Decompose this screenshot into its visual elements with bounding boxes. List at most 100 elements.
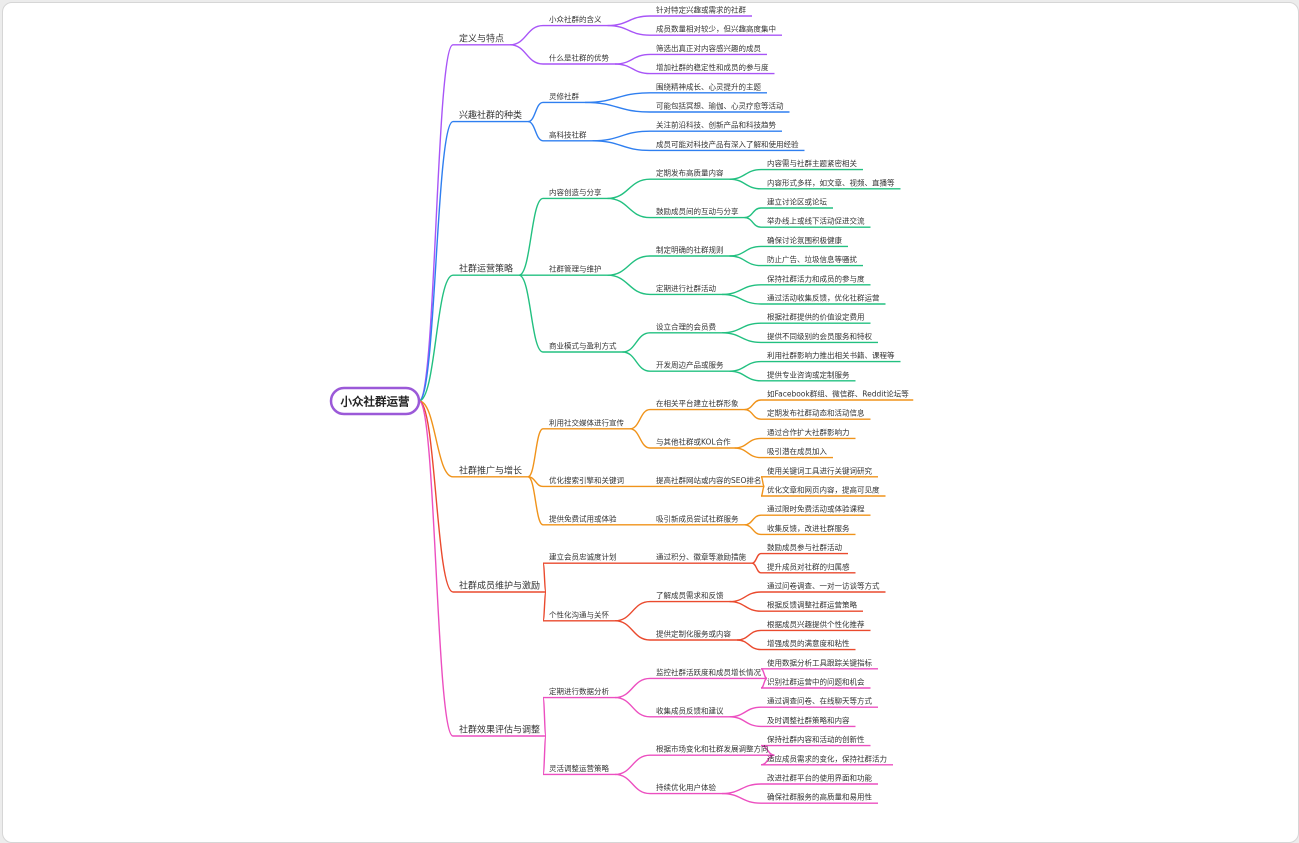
mindmap-node-level-3[interactable]: 成员可能对科技产品有深入了解和使用经验 bbox=[656, 139, 799, 149]
mindmap-node-level-3[interactable]: 提高社群网站或内容的SEO排名 bbox=[656, 475, 761, 485]
mindmap-node-level-4[interactable]: 确保讨论氛围积极健康 bbox=[767, 235, 842, 245]
mindmap-node-level-2[interactable]: 灵活调整运营策略 bbox=[549, 763, 609, 773]
mindmap-node-level-3[interactable]: 针对特定兴趣或需求的社群 bbox=[656, 5, 746, 15]
mindmap-node-level-3[interactable]: 关注前沿科技、创新产品和科技趋势 bbox=[656, 120, 776, 130]
mindmap-node-level-3[interactable]: 了解成员需求和反馈 bbox=[656, 590, 724, 600]
mindmap-node-level-4[interactable]: 吸引潜在成员加入 bbox=[767, 446, 827, 456]
mindmap-node-level-4[interactable]: 使用关键词工具进行关键词研究 bbox=[767, 465, 872, 475]
connector-line bbox=[542, 735, 547, 776]
mindmap-node-level-4[interactable]: 通过限时免费活动或体验课程 bbox=[767, 504, 865, 514]
mindmap-node-level-3[interactable]: 增加社群的稳定性和成员的参与度 bbox=[656, 62, 769, 72]
mindmap-node-level-4[interactable]: 提供不同级别的会员服务和特权 bbox=[767, 331, 872, 341]
mindmap-node-level-3[interactable]: 定期进行社群活动 bbox=[656, 283, 716, 293]
mindmap-node-level-4[interactable]: 通过活动收集反馈，优化社群运营 bbox=[767, 293, 880, 303]
mindmap-node-level-2[interactable]: 定期进行数据分析 bbox=[549, 686, 609, 696]
mindmap-node-level-3[interactable]: 鼓励成员间的互动与分享 bbox=[656, 206, 739, 216]
mindmap-node-level-3[interactable]: 可能包括冥想、瑜伽、心灵疗愈等活动 bbox=[656, 101, 784, 111]
root-connector-line bbox=[418, 400, 454, 737]
connector-line bbox=[721, 293, 762, 305]
mindmap-node-level-3[interactable]: 制定明确的社群规则 bbox=[656, 245, 724, 255]
mindmap-node-level-4[interactable]: 保持社群内容和活动的创新性 bbox=[767, 734, 865, 744]
mindmap-node-level-2[interactable]: 提供免费试用或体验 bbox=[549, 513, 617, 523]
mindmap-node-level-2[interactable]: 利用社交媒体进行宣传 bbox=[549, 417, 624, 427]
mindmap-node-level-2[interactable]: 什么是社群的优势 bbox=[549, 53, 609, 63]
mindmap-node-level-2[interactable]: 内容创造与分享 bbox=[549, 187, 602, 197]
connector-line bbox=[734, 447, 762, 459]
mindmap-node-level-3[interactable]: 根据市场变化和社群发展调整方向 bbox=[656, 744, 769, 754]
mindmap-node-level-4[interactable]: 确保社群服务的高质量和易用性 bbox=[767, 792, 872, 802]
root-node-box[interactable] bbox=[329, 386, 421, 416]
mindmap-node-level-4[interactable]: 使用数据分析工具跟踪关键指标 bbox=[767, 657, 872, 667]
mindmap-node-level-4[interactable]: 适应成员需求的变化，保持社群活力 bbox=[767, 753, 887, 763]
mindmap-node-level-4[interactable]: 保持社群活力和成员的参与度 bbox=[767, 273, 865, 283]
mindmap-node-level-4[interactable]: 识别社群运营中的问题和机会 bbox=[767, 677, 865, 687]
connector-line bbox=[729, 178, 762, 190]
mindmap-node-level-4[interactable]: 举办线上或线下活动促进交流 bbox=[767, 216, 865, 226]
mindmap-node-level-2[interactable]: 优化搜索引擎和关键词 bbox=[549, 475, 624, 485]
root-connector-line bbox=[418, 44, 454, 402]
mindmap-node-level-3[interactable]: 监控社群活跃度和成员增长情况 bbox=[656, 667, 761, 677]
mindmap-node-level-1[interactable]: 兴趣社群的种类 bbox=[459, 109, 522, 121]
mindmap-node-level-3[interactable]: 在相关平台建立社群形象 bbox=[656, 398, 739, 408]
mindmap-node-level-4[interactable]: 根据社群提供的价值设定费用 bbox=[767, 312, 865, 322]
mindmap-node-level-2[interactable]: 灵修社群 bbox=[549, 91, 579, 101]
mindmap-node-level-4[interactable]: 定期发布社群动态和活动信息 bbox=[767, 408, 865, 418]
mindmap-node-level-4[interactable]: 通过合作扩大社群影响力 bbox=[767, 427, 850, 437]
mindmap-node-level-4[interactable]: 如Facebook群组、微信群、Reddit论坛等 bbox=[767, 389, 909, 399]
mindmap-node-level-3[interactable]: 设立合理的会员费 bbox=[656, 321, 716, 331]
mindmap-node-level-4[interactable]: 增强成员的满意度和粘性 bbox=[767, 638, 850, 648]
root-node-label: 小众社群运营 bbox=[340, 395, 410, 409]
mindmap-node-level-2[interactable]: 建立会员忠诚度计划 bbox=[549, 552, 617, 562]
mindmap-node-level-2[interactable]: 社群管理与维护 bbox=[549, 264, 602, 274]
mindmap-node-level-4[interactable]: 建立讨论区或论坛 bbox=[767, 197, 827, 207]
root-connector-line bbox=[418, 120, 454, 402]
connector-line bbox=[527, 101, 544, 123]
connector-line bbox=[584, 101, 651, 113]
connector-line bbox=[760, 476, 765, 488]
mindmap-node-level-1[interactable]: 社群效果评估与调整 bbox=[459, 724, 540, 736]
mindmap-node-level-3[interactable]: 筛选出真正对内容感兴趣的成员 bbox=[656, 43, 761, 53]
mindmap-node-level-4[interactable]: 内容形式多样，如文章、视频、直播等 bbox=[767, 177, 895, 187]
mindmap-node-level-4[interactable]: 防止广告、垃圾信息等骚扰 bbox=[767, 254, 857, 264]
mindmap-node-level-2[interactable]: 个性化沟通与关怀 bbox=[549, 609, 609, 619]
connector-line bbox=[592, 130, 651, 142]
mindmap-node-level-3[interactable]: 收集成员反馈和建议 bbox=[656, 705, 724, 715]
mindmap-node-level-4[interactable]: 提供专业咨询或定制服务 bbox=[767, 369, 850, 379]
mindmap-node-level-3[interactable]: 吸引新成员尝试社群服务 bbox=[656, 513, 739, 523]
connector-line bbox=[614, 677, 651, 699]
mindmap-node-level-4[interactable]: 通过问卷调查、一对一访谈等方式 bbox=[767, 581, 880, 591]
mindmap-node-level-1[interactable]: 定义与特点 bbox=[459, 32, 504, 44]
mindmap-node-level-4[interactable]: 收集反馈，改进社群服务 bbox=[767, 523, 850, 533]
mindmap-node-level-3[interactable]: 持续优化用户体验 bbox=[656, 782, 716, 792]
connector-line bbox=[760, 677, 768, 689]
mindmap-node-level-4[interactable]: 通过调查问卷、在线聊天等方式 bbox=[767, 696, 872, 706]
mindmap-node-level-2[interactable]: 高科技社群 bbox=[549, 129, 587, 139]
mindmap-node-level-3[interactable]: 与其他社群或KOL合作 bbox=[656, 437, 731, 447]
mindmap-node-level-3[interactable]: 定期发布高质量内容 bbox=[656, 168, 724, 178]
connector-line bbox=[744, 514, 762, 526]
mindmap-node-level-4[interactable]: 提升成员对社群的归属感 bbox=[767, 561, 850, 571]
connector-line bbox=[629, 408, 651, 430]
mindmap-node-level-4[interactable]: 鼓励成员参与社群活动 bbox=[767, 542, 842, 552]
mindmap-node-level-2[interactable]: 商业模式与盈利方式 bbox=[549, 341, 617, 351]
mindmap-node-level-4[interactable]: 优化文章和网页内容，提高可见度 bbox=[767, 485, 880, 495]
mindmap-node-level-4[interactable]: 利用社群影响力推出相关书籍、课程等 bbox=[767, 350, 895, 360]
mindmap-node-level-1[interactable]: 社群推广与增长 bbox=[459, 464, 522, 476]
mindmap-node-level-3[interactable]: 通过积分、徽章等激励措施 bbox=[656, 552, 746, 562]
mindmap-node-level-4[interactable]: 改进社群平台的使用界面和功能 bbox=[767, 773, 872, 783]
mindmap-node-level-3[interactable]: 提供定制化服务或内容 bbox=[656, 629, 731, 639]
mindmap-node-level-3[interactable]: 成员数量相对较少，但兴趣高度集中 bbox=[656, 24, 776, 34]
mindmap-node-level-3[interactable]: 开发周边产品或服务 bbox=[656, 360, 724, 370]
mindmap-node-level-2[interactable]: 小众社群的含义 bbox=[549, 14, 602, 24]
mindmap-node-level-4[interactable]: 根据反馈调整社群运营策略 bbox=[767, 600, 857, 610]
mindmap-node-level-4[interactable]: 根据成员兴趣提供个性化推荐 bbox=[767, 619, 865, 629]
connector-line bbox=[744, 216, 762, 228]
mindmap-node-level-1[interactable]: 社群运营策略 bbox=[459, 263, 513, 275]
connector-line bbox=[736, 639, 762, 651]
mindmap-node-level-1[interactable]: 社群成员维护与激励 bbox=[459, 580, 540, 592]
mindmap-node-level-4[interactable]: 内容需与社群主题紧密相关 bbox=[767, 158, 857, 168]
mindmap-node-level-3[interactable]: 围绕精神成长、心灵提升的主题 bbox=[656, 81, 761, 91]
mindmap-node-level-4[interactable]: 及时调整社群策略和内容 bbox=[767, 715, 850, 725]
connector-line bbox=[614, 773, 651, 795]
connector-line bbox=[527, 476, 544, 526]
